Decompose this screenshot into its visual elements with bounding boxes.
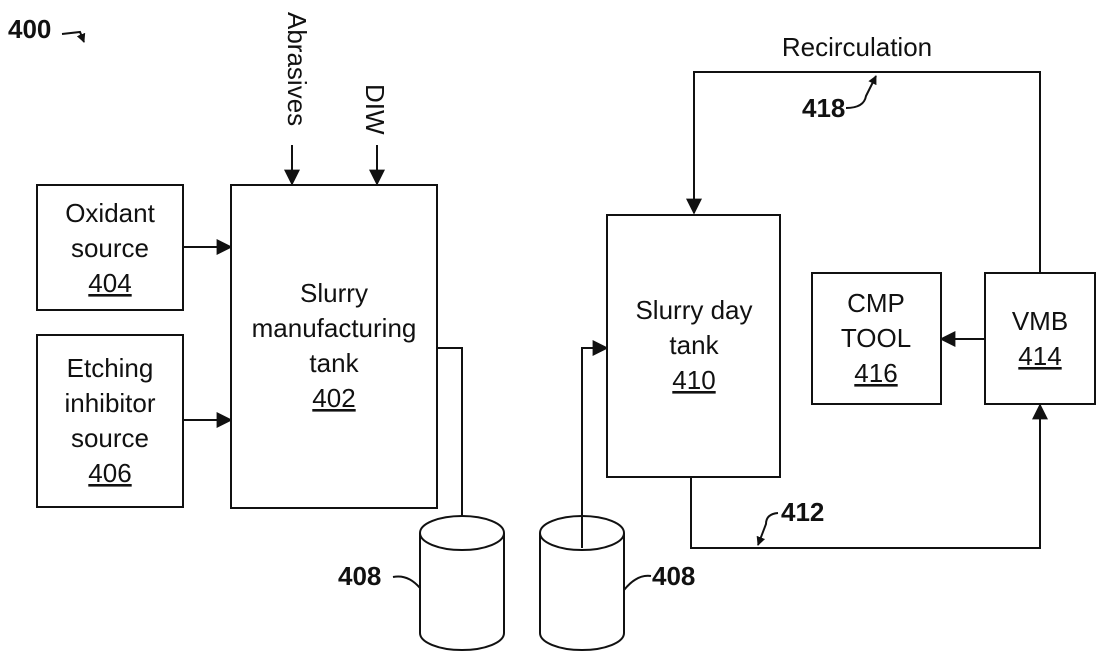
figure-number-arrow: [62, 32, 84, 42]
etching-inhibitor-ref: 406: [88, 458, 131, 488]
recirculation-ref: 418: [802, 93, 845, 123]
slurry-manufacturing-line2: manufacturing: [252, 313, 417, 343]
etching-inhibitor-line3: source: [71, 423, 149, 453]
drum-left-ref: 408: [338, 561, 381, 591]
cmp-tool-line2: TOOL: [841, 323, 911, 353]
slurry-manufacturing-line1: Slurry: [300, 278, 368, 308]
oxidant-source-box: Oxidant source 404: [37, 185, 183, 310]
recirculation-leader: [846, 76, 876, 108]
supply-line-leader: [758, 513, 778, 545]
etching-inhibitor-source-box: Etching inhibitor source 406: [37, 335, 183, 507]
oxidant-source-ref: 404: [88, 268, 131, 298]
figure-number: 400: [8, 14, 51, 44]
slurry-day-tank-line2: tank: [669, 330, 719, 360]
diw-label: DIW: [360, 84, 390, 135]
drum-right-leader: [624, 576, 651, 590]
abrasives-label: Abrasives: [282, 12, 312, 126]
recirculation-label: Recirculation: [782, 32, 932, 62]
drum-right-ref: 408: [652, 561, 695, 591]
cmp-tool-ref: 416: [854, 358, 897, 388]
drum-left: [420, 516, 504, 650]
slurry-manufacturing-ref: 402: [312, 383, 355, 413]
oxidant-source-line2: source: [71, 233, 149, 263]
vmb-line1: VMB: [1012, 306, 1068, 336]
drum-left-leader: [393, 576, 420, 588]
vmb-ref: 414: [1018, 341, 1061, 371]
slurry-manufacturing-tank-box: Slurry manufacturing tank 402: [231, 185, 437, 508]
etching-inhibitor-line1: Etching: [67, 353, 154, 383]
slurry-day-tank-ref: 410: [672, 365, 715, 395]
vmb-box: VMB 414: [985, 273, 1095, 404]
supply-line-ref: 412: [781, 497, 824, 527]
slurry-manufacturing-line3: tank: [309, 348, 359, 378]
slurry-day-tank-line1: Slurry day: [635, 295, 752, 325]
slurry-day-tank-box: Slurry day tank 410: [607, 215, 780, 477]
oxidant-source-line1: Oxidant: [65, 198, 155, 228]
cmp-tool-line1: CMP: [847, 288, 905, 318]
cmp-tool-box: CMP TOOL 416: [812, 273, 941, 404]
etching-inhibitor-line2: inhibitor: [64, 388, 155, 418]
